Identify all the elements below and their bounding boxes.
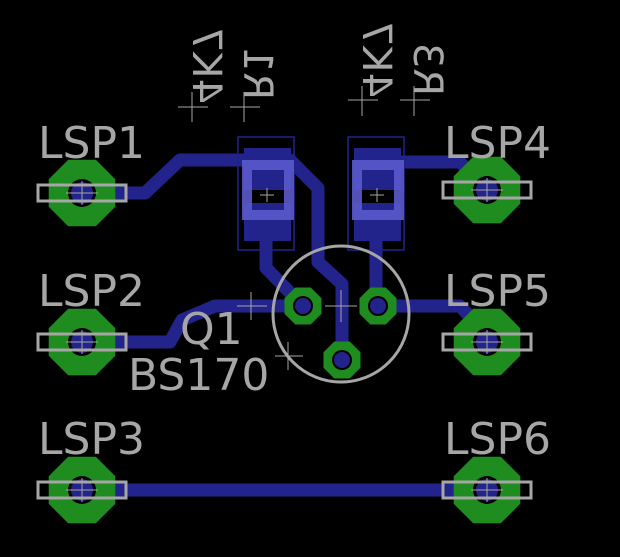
transistor-pad-3[interactable] — [323, 341, 361, 379]
label-lsp4: LSP4 — [444, 118, 551, 169]
transistor-pad-1[interactable] — [284, 287, 322, 325]
connector-pad-lsp2[interactable] — [36, 308, 128, 376]
connector-pad-lsp1[interactable] — [36, 159, 128, 227]
label-r1-value: 4K7 — [183, 27, 229, 104]
connector-pad-lsp3[interactable] — [36, 456, 128, 524]
label-lsp2: LSP2 — [38, 266, 145, 317]
label-lsp5: LSP5 — [444, 266, 551, 317]
connector-pad-lsp6[interactable] — [441, 456, 533, 524]
label-q1-name: Q1 — [180, 304, 243, 355]
label-lsp6: LSP6 — [444, 414, 551, 465]
resistor-r3[interactable] — [347, 136, 405, 251]
trace-lsp1-r1[interactable] — [82, 153, 349, 360]
connector-pad-lsp4[interactable] — [441, 156, 533, 224]
label-r3-value: 4K7 — [353, 21, 399, 98]
transistor-pads — [284, 287, 397, 379]
label-q1-value: BS170 — [128, 350, 269, 401]
connector-pad-lsp5[interactable] — [441, 308, 533, 376]
label-lsp3: LSP3 — [38, 414, 145, 465]
resistor-origin-crosshairs — [178, 86, 430, 122]
transistor-pad-2[interactable] — [359, 287, 397, 325]
label-lsp1: LSP1 — [38, 118, 145, 169]
origin-crosshairs — [237, 290, 357, 370]
connector-pads — [36, 156, 533, 524]
label-r3-name: R3 — [404, 43, 450, 96]
label-r1-name: R1 — [234, 47, 280, 100]
transistor-outline — [271, 244, 411, 384]
resistor-r1[interactable] — [237, 136, 295, 251]
